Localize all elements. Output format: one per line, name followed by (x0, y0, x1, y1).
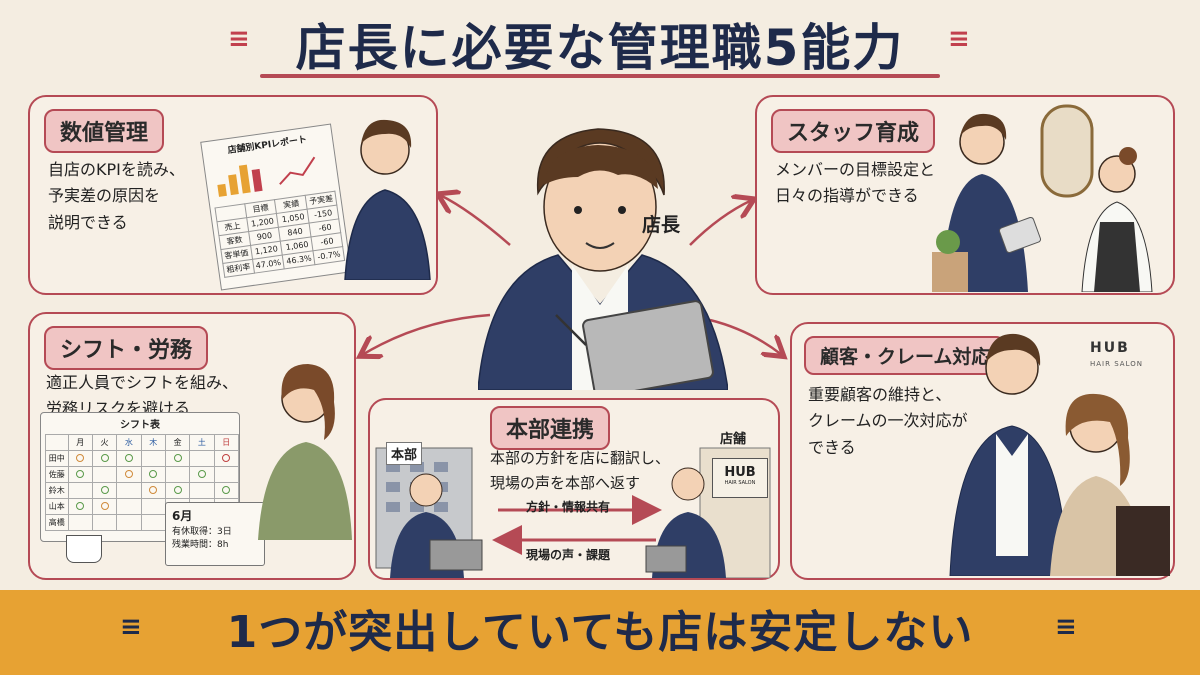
desc-staff: メンバーの目標設定と 日々の指導ができる (775, 160, 936, 206)
footer-banner: 1つが突出していても店は安定しない (0, 590, 1200, 675)
manager-label: 店長 (642, 214, 681, 236)
arrow-to-shift (362, 313, 491, 355)
staff-training-illustration (932, 104, 1153, 292)
footer-spark-left-icon: ≡ (120, 612, 142, 642)
store-sign: HUB HAIR SALON (712, 458, 768, 498)
arrow-to-staff (689, 200, 752, 246)
salon-sign: HUB (1090, 340, 1130, 356)
arrow-label-policy: 方針・情報共有 (526, 500, 611, 514)
person-reading-icon (344, 119, 431, 280)
arrow-to-numbers (440, 195, 511, 246)
desc-customer: 重要顧客の維持と、 クレームの一次対応が できる (808, 385, 968, 457)
manager-illustration (478, 128, 728, 390)
table-row: 佐藤 (45, 466, 240, 483)
page-title: 店長に必要な管理職5能力 (295, 19, 905, 77)
tag-staff: スタッフ育成 (771, 109, 936, 153)
store-building-label: 店舗 (720, 432, 747, 447)
hq-building-label: 本部 (386, 442, 423, 465)
desc-numbers: 自店のKPIを読み、 予実差の原因を 説明できる (48, 160, 185, 232)
footer-spark-right-icon: ≡ (1055, 612, 1077, 642)
tag-hq: 本部連携 (490, 406, 611, 450)
tag-numbers: 数値管理 (44, 109, 165, 153)
person-writing-icon (258, 364, 352, 540)
desc-hq: 本部の方針を店に翻訳し、 現場の声を本部へ返す (490, 449, 671, 492)
footer-text: 1つが突出していても店は安定しない (226, 607, 974, 658)
spark-left-icon: ≡ (228, 24, 250, 54)
kpi-mini-charts (217, 156, 316, 197)
tag-shift: シフト・労務 (44, 326, 209, 370)
salon-sign-sub: HAIR SALON (1090, 360, 1143, 368)
coffee-mug-icon (66, 535, 102, 563)
table-row: 鈴木 (45, 482, 240, 499)
title-underline (260, 74, 940, 78)
arrow-to-customer (709, 318, 782, 355)
arrow-label-feedback: 現場の声・課題 (526, 548, 611, 562)
spark-right-icon: ≡ (948, 24, 970, 54)
customer-service-illustration (949, 333, 1170, 576)
table-row: 田中 (45, 450, 240, 467)
